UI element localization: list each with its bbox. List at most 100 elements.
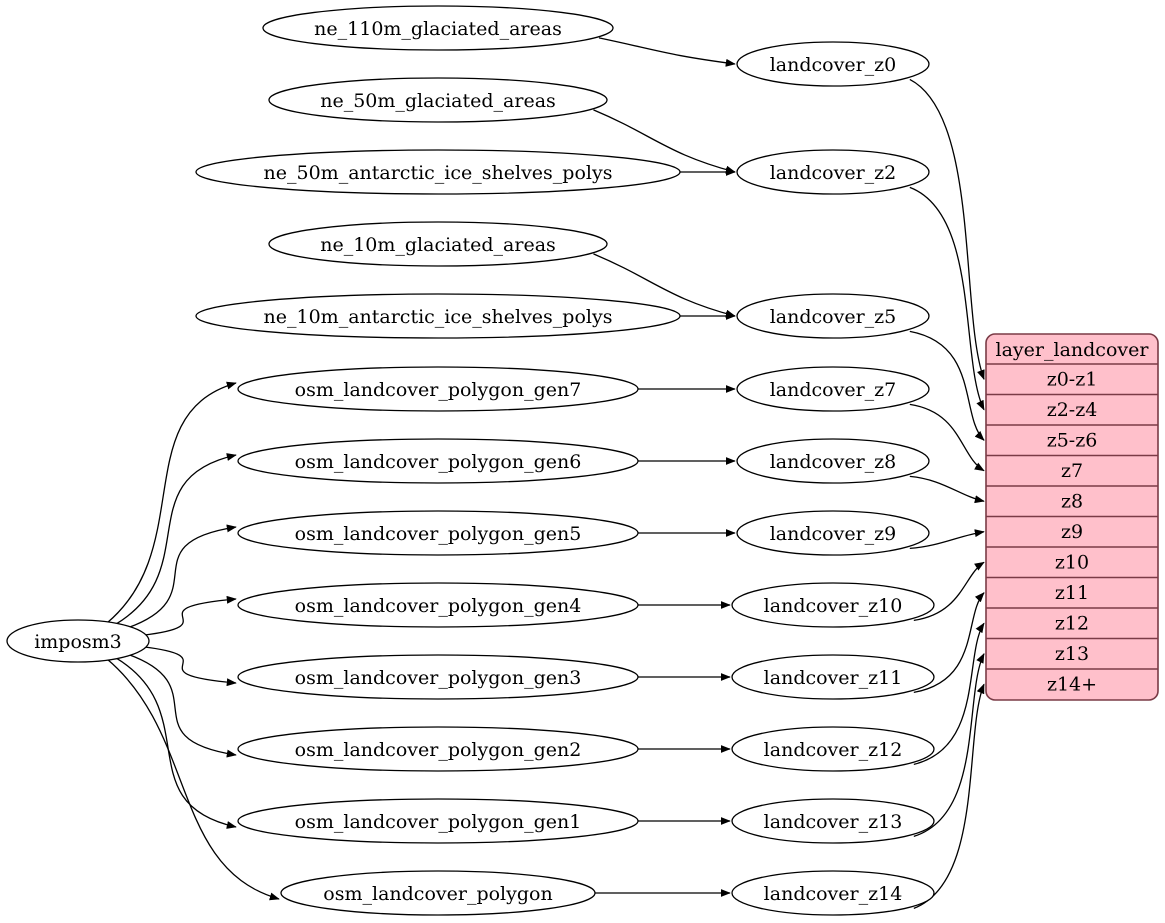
node-ne_10m_glaciated_areas[interactable]: ne_10m_glaciated_areas: [268, 221, 608, 267]
edge-ne_50m_glaciated_areas-to-landcover_z2: [593, 109, 736, 174]
node-ne_10m_antarctic_ice_shelves_polys[interactable]: ne_10m_antarctic_ice_shelves_polys: [195, 293, 681, 339]
edge-landcover_z10-to-z10: [913, 561, 985, 622]
node-label: osm_landcover_polygon: [323, 883, 552, 905]
edge-imposm3-to-osm_landcover_polygon_gen5: [127, 524, 237, 629]
osm-table-ellipse: [237, 726, 639, 772]
edge-imposm3-to-osm_landcover_polygon_gen2: [127, 653, 237, 758]
node-label: landcover_z13: [764, 811, 903, 833]
node-landcover_z5[interactable]: landcover_z5: [736, 293, 930, 339]
landcover-ellipse: [736, 510, 930, 556]
osm-table-ellipse: [237, 510, 639, 556]
natural-earth-ellipse: [262, 5, 614, 51]
node-imposm3[interactable]: imposm3: [6, 619, 150, 663]
node-label: landcover_z11: [764, 667, 903, 689]
node-landcover_z13[interactable]: landcover_z13: [731, 798, 935, 844]
node-label: ne_50m_glaciated_areas: [320, 90, 556, 112]
table-row-label: z13: [1055, 643, 1089, 665]
source-ellipse: [6, 619, 150, 663]
node-landcover_z2[interactable]: landcover_z2: [736, 149, 930, 195]
edge-imposm3-to-osm_landcover_polygon: [106, 658, 280, 901]
node-label: osm_landcover_polygon_gen7: [295, 379, 582, 401]
node-landcover_z11[interactable]: landcover_z11: [731, 654, 935, 700]
edge-landcover_z14-to-z14+: [913, 683, 985, 910]
edge-landcover_z5-to-z5-z6: [909, 330, 985, 441]
node-osm_landcover_polygon_gen5[interactable]: osm_landcover_polygon_gen5: [237, 510, 639, 556]
edge-landcover_z9-to-z9: [909, 529, 985, 550]
node-osm_landcover_polygon_gen1[interactable]: osm_landcover_polygon_gen1: [237, 798, 639, 844]
table-row-label: z9: [1061, 521, 1083, 543]
table-row-label: z11: [1055, 582, 1089, 604]
landcover-ellipse: [731, 654, 935, 700]
node-label: ne_110m_glaciated_areas: [314, 18, 562, 40]
osm-table-ellipse: [237, 654, 639, 700]
node-landcover_z0[interactable]: landcover_z0: [736, 41, 930, 87]
table-row-label: z0-z1: [1047, 369, 1098, 391]
node-label: landcover_z0: [770, 54, 897, 76]
edge-imposm3-to-osm_landcover_polygon_gen6: [115, 453, 237, 625]
node-label: osm_landcover_polygon_gen5: [295, 523, 582, 545]
node-label: landcover_z7: [770, 379, 897, 401]
layer-landcover-table: layer_landcoverz0-z1z2-z4z5-z6z7z8z9z10z…: [985, 333, 1159, 701]
landcover-ellipse: [731, 870, 935, 916]
table-row-label: z5-z6: [1047, 430, 1098, 452]
edge-landcover_z7-to-z7: [909, 403, 985, 472]
node-osm_landcover_polygon_gen7[interactable]: osm_landcover_polygon_gen7: [237, 366, 639, 412]
landcover-ellipse: [736, 41, 930, 87]
node-landcover_z10[interactable]: landcover_z10: [731, 582, 935, 628]
node-label: landcover_z14: [764, 883, 903, 905]
node-landcover_z7[interactable]: landcover_z7: [736, 366, 930, 412]
natural-earth-ellipse: [195, 149, 681, 195]
node-label: osm_landcover_polygon_gen1: [295, 811, 582, 833]
node-landcover_z14[interactable]: landcover_z14: [731, 870, 935, 916]
node-osm_landcover_polygon_gen3[interactable]: osm_landcover_polygon_gen3: [237, 654, 639, 700]
node-label: ne_10m_glaciated_areas: [320, 234, 556, 256]
edge-landcover_z8-to-z8: [909, 475, 985, 504]
landcover-ellipse: [736, 293, 930, 339]
osm-table-ellipse: [237, 366, 639, 412]
node-osm_landcover_polygon_gen2[interactable]: osm_landcover_polygon_gen2: [237, 726, 639, 772]
edge-landcover_z13-to-z13: [913, 653, 985, 838]
osm-table-ellipse: [237, 798, 639, 844]
node-ne_50m_antarctic_ice_shelves_polys[interactable]: ne_50m_antarctic_ice_shelves_polys: [195, 149, 681, 195]
table-row-label: z8: [1061, 491, 1083, 513]
node-label: osm_landcover_polygon_gen3: [295, 667, 582, 689]
edge-landcover_z2-to-z2-z4: [909, 186, 985, 411]
node-osm_landcover_polygon_gen4[interactable]: osm_landcover_polygon_gen4: [237, 582, 639, 628]
edge-imposm3-to-osm_landcover_polygon_gen4: [142, 595, 237, 636]
node-label: landcover_z8: [770, 451, 897, 473]
node-osm_landcover_polygon_gen6[interactable]: osm_landcover_polygon_gen6: [237, 438, 639, 484]
node-label: ne_50m_antarctic_ice_shelves_polys: [264, 162, 613, 184]
edge-imposm3-to-osm_landcover_polygon_gen3: [142, 646, 237, 687]
table-row-label: z12: [1055, 613, 1089, 635]
landcover-ellipse: [736, 366, 930, 412]
edge-landcover_z11-to-z11: [913, 592, 985, 694]
node-landcover_z9[interactable]: landcover_z9: [736, 510, 930, 556]
node-landcover_z12[interactable]: landcover_z12: [731, 726, 935, 772]
node-ne_50m_glaciated_areas[interactable]: ne_50m_glaciated_areas: [268, 77, 608, 123]
node-label: landcover_z5: [770, 306, 897, 328]
node-label: imposm3: [34, 631, 122, 653]
edge-landcover_z12-to-z12: [913, 622, 985, 766]
table-header-label: layer_landcover: [996, 339, 1150, 361]
node-ne_110m_glaciated_areas[interactable]: ne_110m_glaciated_areas: [262, 5, 614, 51]
table-row-label: z14+: [1047, 674, 1097, 696]
edge-layer: [106, 37, 985, 910]
edge-ne_10m_glaciated_areas-to-landcover_z5: [593, 253, 736, 318]
natural-earth-ellipse: [195, 293, 681, 339]
landcover-ellipse: [731, 798, 935, 844]
table-row-label: z10: [1055, 552, 1089, 574]
osm-table-ellipse: [237, 582, 639, 628]
edge-landcover_z0-to-z0-z1: [909, 78, 985, 381]
edge-ne_110m_glaciated_areas-to-landcover_z0: [598, 37, 736, 67]
landcover-ellipse: [736, 149, 930, 195]
node-landcover_z8[interactable]: landcover_z8: [736, 438, 930, 484]
node-label: landcover_z10: [764, 595, 903, 617]
node-osm_landcover_polygon[interactable]: osm_landcover_polygon: [280, 870, 596, 916]
edge-imposm3-to-osm_landcover_polygon_gen7: [106, 381, 237, 624]
node-label: osm_landcover_polygon_gen4: [295, 595, 582, 617]
layer-table-node[interactable]: layer_landcoverz0-z1z2-z4z5-z6z7z8z9z10z…: [985, 333, 1159, 701]
landcover-ellipse: [736, 438, 930, 484]
node-label: landcover_z12: [764, 739, 903, 761]
node-label: ne_10m_antarctic_ice_shelves_polys: [264, 306, 613, 328]
